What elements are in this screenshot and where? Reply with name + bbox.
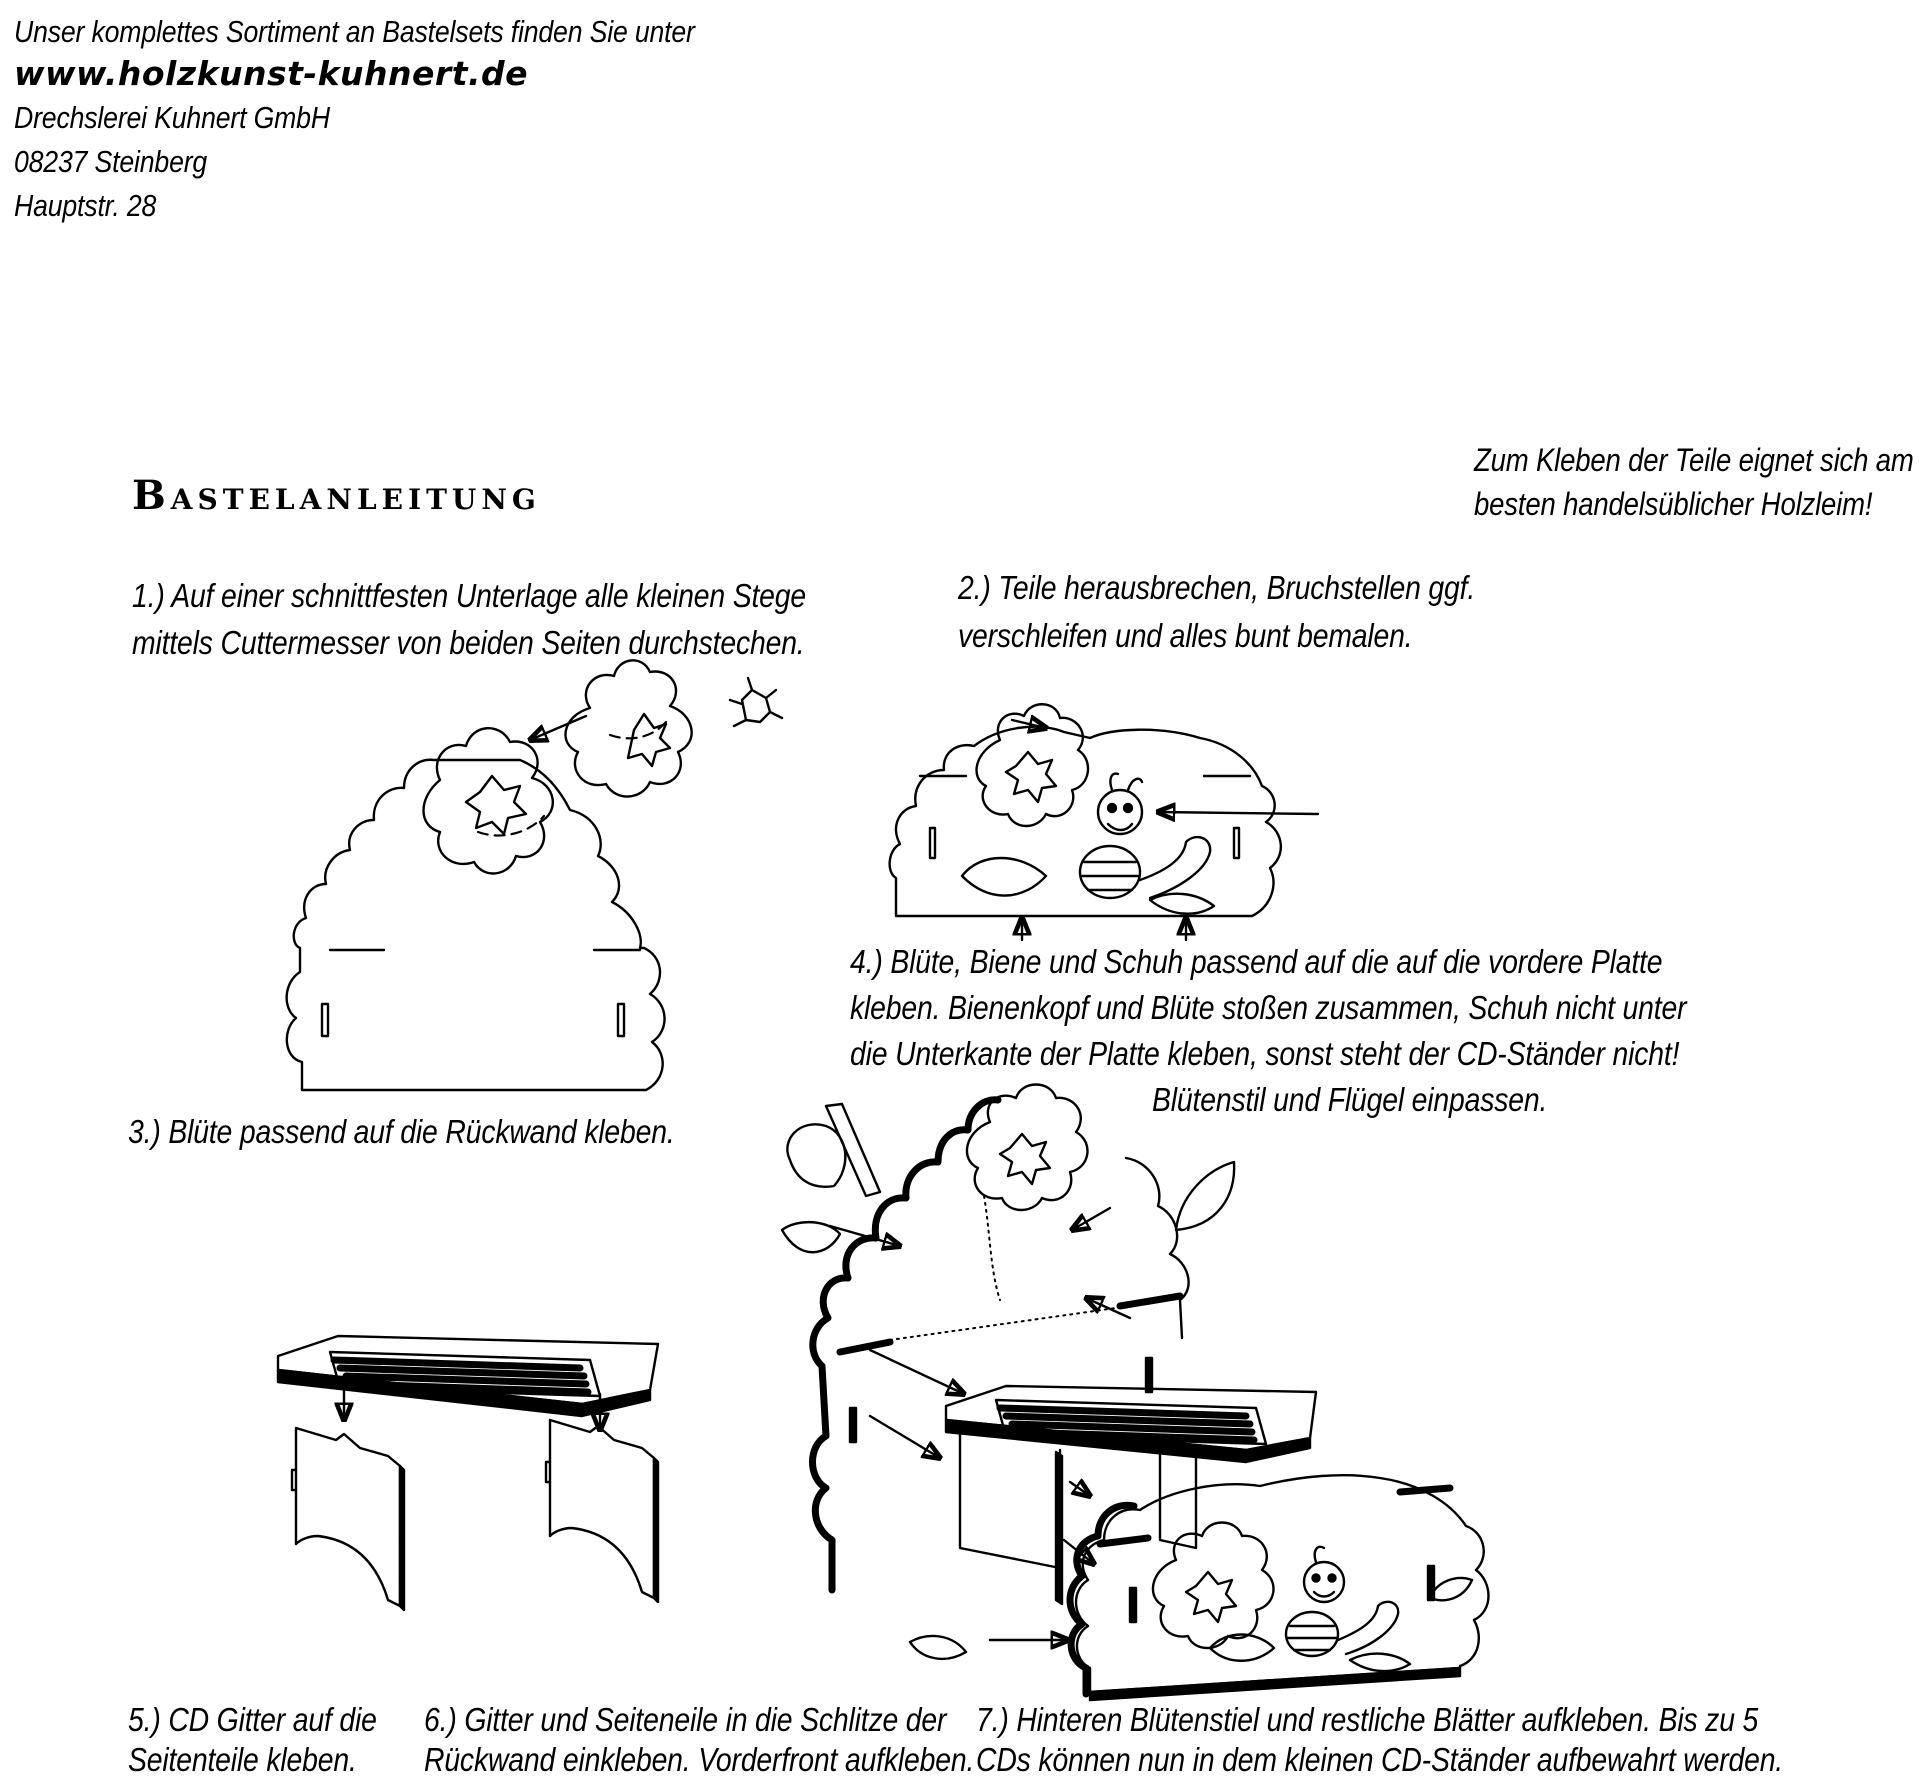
blossom-pieces-drawing <box>530 659 784 798</box>
glue-note-line-1: Zum Kleben der Teile eignet sich am <box>1474 442 1914 478</box>
company-name: Drechslerei Kuhnert GmbH <box>14 100 330 135</box>
front-panel-drawing <box>888 703 1320 942</box>
cd-rack-parts-drawing <box>276 1334 660 1612</box>
step4-line-1: 4.) Blüte, Biene und Schuh passend auf d… <box>850 943 1663 980</box>
back-wall-drawing <box>285 726 666 1092</box>
company-city: 08237 Steinberg <box>14 144 208 179</box>
website-link[interactable]: www.holzkunst-kuhnert.de <box>14 54 529 93</box>
step3-line-1: 3.) Blüte passend auf die Rückwand klebe… <box>128 1113 675 1150</box>
glue-note-line-2: besten handelsüblicher Holzleim! <box>1474 486 1873 522</box>
step6-line-1: 6.) Gitter und Seiteneile in die Schlitz… <box>424 1701 947 1738</box>
step4-line-2: kleben. Bienenkopf und Blüte stoßen zusa… <box>850 989 1687 1026</box>
step4-line-3: die Unterkante der Platte kleben, sonst … <box>850 1035 1680 1072</box>
intro-text: Unser komplettes Sortiment an Bastelsets… <box>14 14 695 49</box>
step5-line-1: 5.) CD Gitter auf die <box>128 1701 377 1738</box>
step2-line-2: verschleifen und alles bunt bemalen. <box>958 617 1413 654</box>
step7-line-2: CDs können nun in dem kleinen CD-Ständer… <box>976 1741 1784 1778</box>
step5-line-2: Seitenteile kleben. <box>128 1741 357 1778</box>
assembled-stand-drawing <box>780 1083 1490 1702</box>
step1-line-1: 1.) Auf einer schnittfesten Unterlage al… <box>132 577 806 614</box>
step7-line-1: 7.) Hinteren Blütenstiel und restliche B… <box>976 1701 1759 1738</box>
step2-line-1: 2.) Teile herausbrechen, Bruchstellen gg… <box>958 569 1476 606</box>
company-street: Hauptstr. 28 <box>14 188 157 223</box>
page-title: Bastelanleitung <box>132 472 541 519</box>
step1-line-2: mittels Cuttermesser von beiden Seiten d… <box>132 624 805 661</box>
step6-line-2: Rückwand einkleben. Vorderfront aufklebe… <box>424 1741 975 1778</box>
step4-line-4: Blütenstil und Flügel einpassen. <box>1152 1081 1548 1118</box>
